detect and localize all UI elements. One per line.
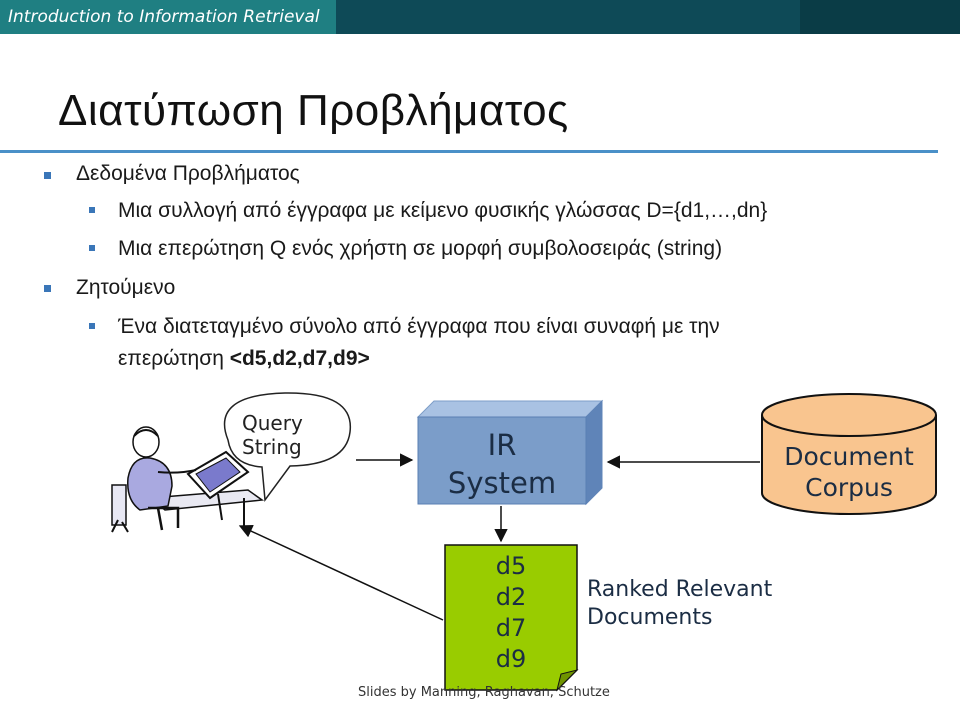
course-title: Introduction to Information Retrieval xyxy=(8,7,320,27)
ir-system-box xyxy=(416,399,604,506)
bullet-collection: Μια συλλογή από έγγραφα με κείμενο φυσικ… xyxy=(118,199,768,222)
user-computer-icon xyxy=(111,426,265,533)
document-corpus-cylinder xyxy=(761,393,937,515)
query-bubble xyxy=(223,392,351,503)
results-list: d5 d2 d7 d9 xyxy=(445,551,577,675)
query-string-label: Query String xyxy=(242,411,303,459)
ir-system-label: IR System xyxy=(447,428,557,500)
result-item: d5 xyxy=(495,552,527,580)
result-item: d9 xyxy=(495,645,527,673)
bullet-ranked-set-line1: Ένα διατεταγμένο σύνολο από έγγραφα που … xyxy=(118,315,720,338)
bullet-given: Δεδομένα Προβλήματος xyxy=(76,162,300,185)
bullet-query: Μια επερώτηση Q ενός χρήστη σε μορφή συμ… xyxy=(118,237,723,260)
title-divider xyxy=(0,150,938,153)
slide-title: Διατύπωση Προβλήματος xyxy=(58,86,569,135)
bullet-marker xyxy=(89,245,95,251)
slide-credit: Slides by Manning, Raghavan, Schutze xyxy=(358,685,610,700)
bullet-ranked-set-line2: επερώτηση <d5,d2,d7,d9> xyxy=(118,347,370,370)
header-bar: Introduction to Information Retrieval xyxy=(0,0,960,34)
result-item: d7 xyxy=(495,614,527,642)
bullet-marker xyxy=(44,172,51,179)
results-document xyxy=(444,544,579,692)
bullet-marker xyxy=(44,285,51,292)
result-item: d2 xyxy=(495,583,527,611)
bullet-wanted: Ζητούμενο xyxy=(76,276,176,299)
document-corpus-label: Document Corpus xyxy=(784,442,914,502)
ranked-relevant-label: Ranked Relevant Documents xyxy=(587,577,773,630)
bullet-marker xyxy=(89,323,95,329)
arrow-results-to-user xyxy=(238,524,444,621)
bullet-marker xyxy=(89,207,95,213)
ranked-ids: <d5,d2,d7,d9> xyxy=(229,347,370,370)
